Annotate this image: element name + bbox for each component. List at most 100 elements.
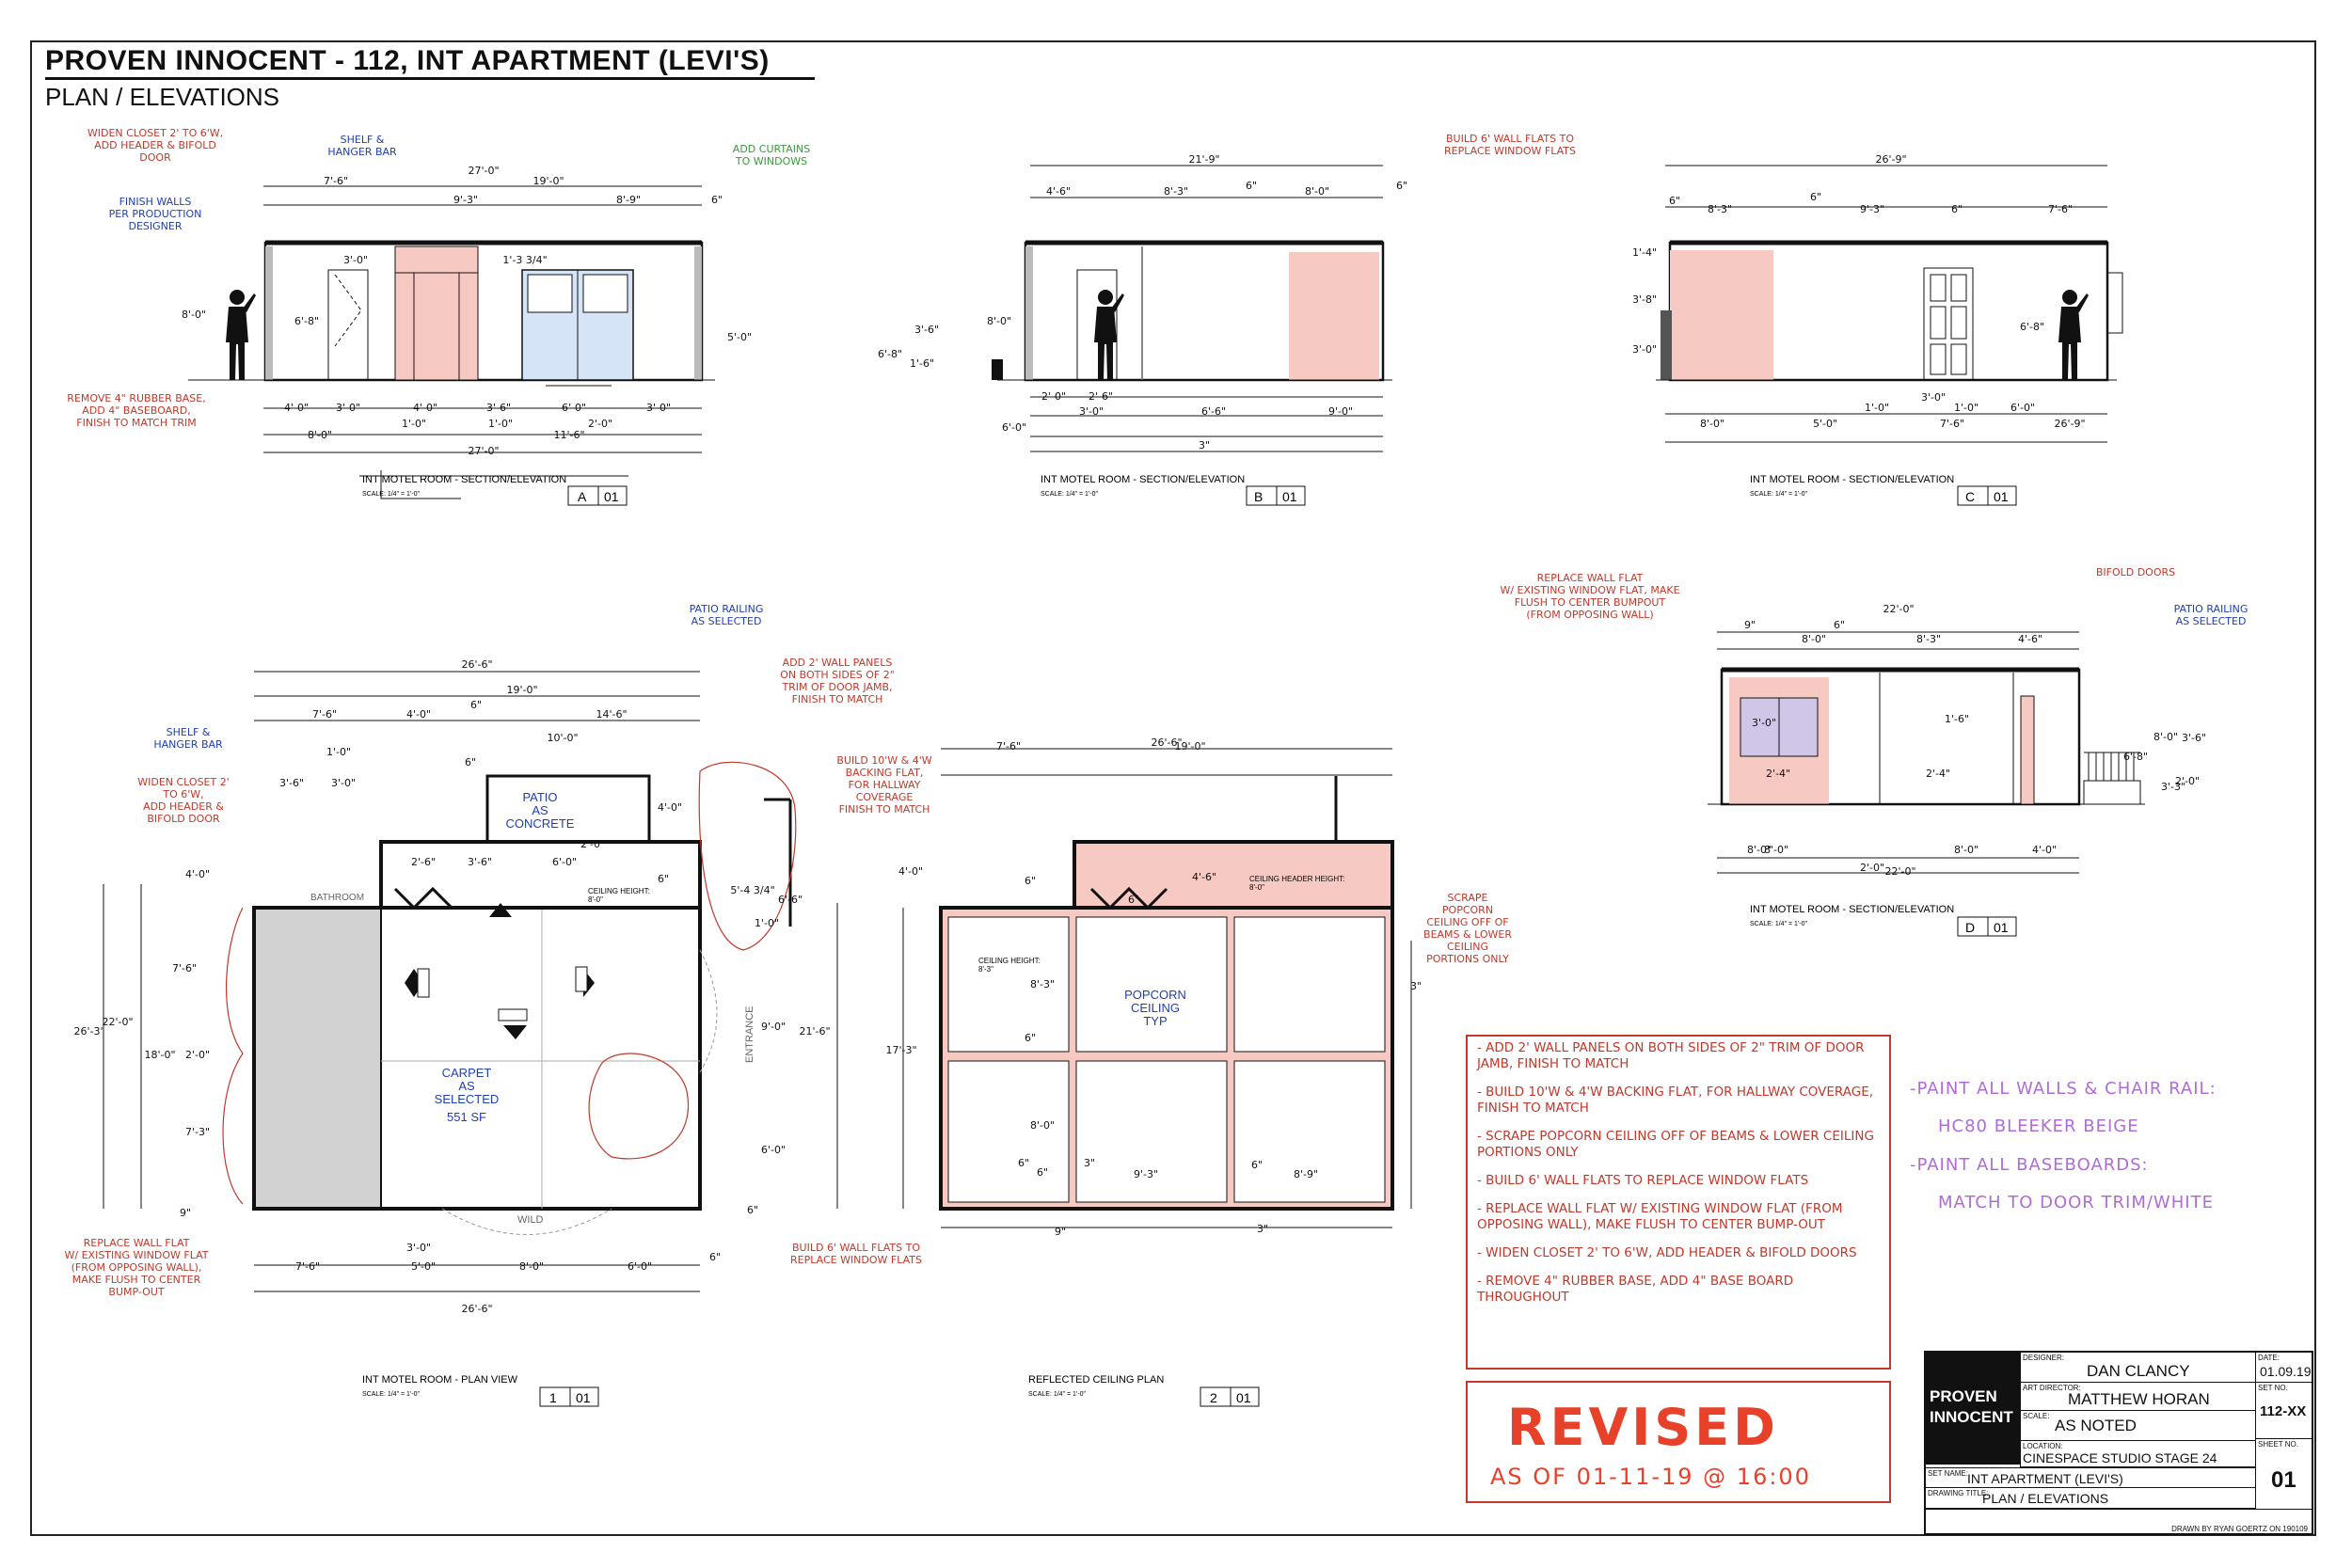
drawing-title-cell: DRAWING TITLE: PLAN / ELEVATIONS (1926, 1488, 2255, 1509)
dimension-label: 6'-0" (1002, 421, 1026, 434)
note-a-shelf: SHELF & (341, 134, 385, 146)
location-value: CINESPACE STUDIO STAGE 24 (2023, 1450, 2217, 1465)
dimension-label: 2'-6" (1089, 390, 1113, 403)
note-plan-shelf: SHELF & (167, 726, 211, 738)
note-plan-build-backing: BACKING FLAT, (846, 767, 924, 779)
dimension-label: 26'-6" (461, 658, 492, 671)
dimension-label: 6'-8" (294, 315, 319, 327)
dimension-label: 3'-6" (279, 777, 304, 789)
dimension-label: 3'-0" (343, 254, 368, 266)
reflected-ceiling-plan: POPCORN CEILING TYP CEILING HEADER HEIGH… (902, 748, 1412, 1407)
dimension-label: 9" (1744, 619, 1756, 631)
dimension-label: 6'-8" (2020, 321, 2044, 333)
elevation-d-caption: INT MOTEL ROOM - SECTION/ELEVATION (1750, 904, 1954, 915)
note-plan-replace-flat: BUMP-OUT (108, 1286, 164, 1298)
paint-note-4: MATCH TO DOOR TRIM/WHITE (1938, 1193, 2214, 1212)
note-rcp-scrape: BEAMS & LOWER (1423, 928, 1512, 941)
elevation-c-caption: INT MOTEL ROOM - SECTION/ELEVATION (1750, 474, 1954, 485)
note-a-shelf: HANGER BAR (327, 146, 397, 158)
dimension-label: 8'-3" (1030, 978, 1055, 990)
plan-carpet-line2: AS (458, 1079, 475, 1093)
general-note-item: - REMOVE 4" RUBBER BASE, ADD 4" BASE BOA… (1477, 1274, 1794, 1305)
plan-ceiling-height-line2: 8'-0" (588, 895, 603, 904)
scale-label: SCALE: (2023, 1412, 2050, 1420)
note-d-patio-railing: AS SELECTED (2176, 615, 2247, 627)
scale-cell: SCALE: AS NOTED (2020, 1411, 2255, 1441)
plan-ceiling-height-line1: CEILING HEIGHT: (588, 887, 650, 895)
dimension-label: 6" (658, 873, 669, 885)
note-d-replace-flat: FLUSH TO CENTER BUMPOUT (1515, 596, 1666, 609)
dimension-label: 7'-6" (172, 962, 197, 974)
elevation-a: A 01 INT MOTEL ROOM - SECTION/ELEVATION … (188, 185, 715, 506)
elevation-b-ref-letter: B (1254, 489, 1263, 504)
dimension-label: 3" (1199, 439, 1210, 451)
sheet-subtitle: PLAN / ELEVATIONS (45, 83, 280, 111)
general-note-item: - SCRAPE POPCORN CEILING OFF OF BEAMS & … (1477, 1129, 1874, 1160)
dimension-label: 6'-6" (1201, 405, 1226, 418)
note-rcp-scrape: CEILING OFF OF (1426, 916, 1508, 928)
dimension-label: 9'-0" (1328, 405, 1353, 418)
note-plan-replace-flat: MAKE FLUSH TO CENTER (72, 1274, 201, 1286)
dimension-label: 8'-0" (1802, 633, 1826, 645)
elevation-d-ref-sheet: 01 (1994, 920, 2009, 935)
plan-caption: INT MOTEL ROOM - PLAN VIEW (362, 1374, 518, 1386)
plan-carpet-line3: SELECTED (435, 1092, 500, 1106)
dimension-label: 6" (1025, 875, 1036, 887)
dimension-label: 6'-0" (2010, 402, 2035, 414)
dimension-label: 4'-0" (413, 402, 437, 414)
dimension-label: 21'-9" (1188, 153, 1219, 166)
dimension-label: 10'-0" (547, 732, 578, 744)
dimension-label: 4'-6" (1046, 185, 1071, 198)
dimension-label: 8'-0" (2153, 731, 2178, 743)
dimension-label: 4'-6" (2018, 633, 2042, 645)
dimension-label: 8'-0" (1700, 418, 1724, 430)
elevation-b: B 01 INT MOTEL ROOM - SECTION/ELEVATION … (992, 165, 1392, 506)
note-a-remove-base: REMOVE 4" RUBBER BASE, (67, 392, 205, 404)
dimension-label: 27'-0" (468, 445, 499, 457)
plan-patio-line3: CONCRETE (506, 816, 575, 831)
dimension-label: 4'-0" (406, 708, 431, 721)
notes-layer: WIDEN CLOSET 2' TO 6'W,ADD HEADER & BIFO… (65, 127, 2249, 1298)
note-d-replace-flat: REPLACE WALL FLAT (1537, 572, 1644, 584)
dimension-label: 4'-0" (658, 801, 682, 814)
location-cell: LOCATION: CINESPACE STUDIO STAGE 24 (2020, 1441, 2255, 1467)
designer-label: DESIGNER: (2023, 1354, 2065, 1362)
set-name-value: INT APARTMENT (LEVI'S) (1967, 1471, 2123, 1486)
dimension-label: 8'-0" (182, 309, 206, 321)
dimension-label: 8'-0" (519, 1260, 544, 1273)
note-plan-widen-closet: WIDEN CLOSET 2' (137, 776, 230, 788)
note-plan-build-backing: BUILD 10'W & 4'W (836, 754, 931, 767)
dimension-label: 4'-6" (1192, 871, 1216, 883)
elevation-a-scale: SCALE: 1/4" = 1'-0" (362, 491, 420, 498)
dimension-label: 8'-0" (987, 315, 1011, 327)
note-rcp-scrape: CEILING (1447, 941, 1488, 953)
general-note-item: - ADD 2' WALL PANELS ON BOTH SIDES OF 2"… (1477, 1040, 1865, 1071)
note-a-finish-walls: FINISH WALLS (119, 196, 192, 208)
note-plan-replace-flat: (FROM OPPOSING WALL), (72, 1261, 202, 1274)
paint-note-1: -PAINT ALL WALLS & CHAIR RAIL: (1910, 1079, 2217, 1099)
note-plan-widen-closet: ADD HEADER & (143, 800, 224, 813)
dimension-label: 6'-8" (2123, 751, 2148, 763)
dimension-label: 5'-4 3/4" (730, 884, 774, 896)
rcp-caption: REFLECTED CEILING PLAN (1028, 1374, 1164, 1386)
note-plan-replace-flat: REPLACE WALL FLAT (84, 1237, 190, 1249)
dimension-label: 3'-0" (1921, 391, 1946, 404)
dimension-label: 8'-3" (1916, 633, 1941, 645)
dimension-label: 2'-0" (185, 1049, 210, 1061)
dimension-label: 17'-3" (885, 1044, 916, 1056)
dimension-label: 19'-0" (1174, 740, 1205, 752)
dimension-label: 8'-0" (308, 429, 332, 441)
note-plan-add-panels: TRIM OF DOOR JAMB, (781, 681, 892, 693)
dimension-label: 1'-3 3/4" (502, 254, 547, 266)
logo-line-1: PROVEN (1930, 1387, 1997, 1405)
dimension-label: 6" (1669, 195, 1680, 207)
general-notes-box: - ADD 2' WALL PANELS ON BOTH SIDES OF 2"… (1466, 1035, 1891, 1370)
rcp-popcorn-line1: POPCORN (1124, 988, 1186, 1002)
title-block-logo: PROVEN INNOCENT (1926, 1353, 2020, 1465)
note-d-bifold: BIFOLD DOORS (2096, 566, 2175, 578)
sheet-no-value: 01 (2271, 1467, 2296, 1493)
rcp-popcorn-line2: CEILING (1131, 1001, 1180, 1015)
dimension-label: 6" (1025, 1032, 1036, 1044)
note-a-remove-base: ADD 4" BASEBOARD, (82, 404, 190, 417)
note-plan-widen-closet: TO 6'W, (162, 788, 203, 800)
